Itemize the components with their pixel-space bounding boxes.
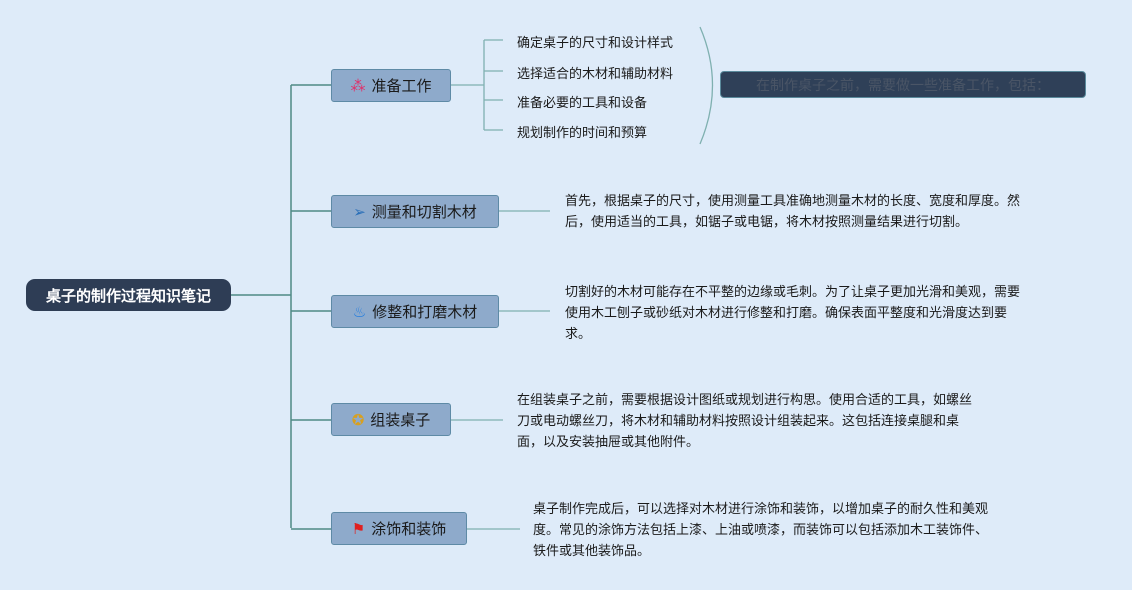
- flame-icon: ♨: [352, 302, 367, 321]
- branch-sand[interactable]: ♨ 修整和打磨木材: [331, 295, 499, 328]
- text-line: 求。: [565, 327, 592, 342]
- prep-item[interactable]: 规划制作的时间和预算: [517, 126, 648, 141]
- text-line: 使用木工刨子或砂纸对木材进行修整和打磨。确保表面平整度和光滑度达到要: [565, 306, 1008, 321]
- finish-detail[interactable]: 桌子制作完成后，可以选择对木材进行涂饰和装饰，以增加桌子的耐久性和美观 度。常见…: [533, 499, 988, 562]
- prep-summary[interactable]: 在制作桌子之前，需要做一些准备工作，包括：: [720, 71, 1086, 98]
- award-icon: ✪: [351, 410, 365, 429]
- measure-detail[interactable]: 首先，根据桌子的尺寸，使用测量工具准确地测量木材的长度、宽度和厚度。然 后，使用…: [565, 191, 1020, 233]
- sand-detail[interactable]: 切割好的木材可能存在不平整的边缘或毛刺。为了让桌子更加光滑和美观，需要 使用木工…: [565, 282, 1020, 345]
- text-line: 在组装桌子之前，需要根据设计图纸或规划进行构思。使用合适的工具，如螺丝: [517, 393, 973, 408]
- branch-label: 组装桌子: [370, 411, 431, 429]
- text-line: 切割好的木材可能存在不平整的边缘或毛刺。为了让桌子更加光滑和美观，需要: [565, 285, 1021, 300]
- assemble-detail[interactable]: 在组装桌子之前，需要根据设计图纸或规划进行构思。使用合适的工具，如螺丝 刀或电动…: [517, 390, 972, 453]
- prep-item[interactable]: 确定桌子的尺寸和设计样式: [517, 36, 674, 51]
- branch-assemble[interactable]: ✪ 组装桌子: [331, 403, 451, 436]
- branch-label: 涂饰和装饰: [371, 520, 447, 538]
- branch-finish[interactable]: ⚑ 涂饰和装饰: [331, 512, 467, 545]
- branch-label: 修整和打磨木材: [372, 303, 478, 321]
- magic-wand-icon: ⁂: [350, 76, 366, 95]
- paper-plane-icon: ➢: [353, 202, 366, 221]
- text-line: 首先，根据桌子的尺寸，使用测量工具准确地测量木材的长度、宽度和厚度。然: [565, 194, 1021, 209]
- text-line: 度。常见的涂饰方法包括上漆、上油或喷漆，而装饰可以包括添加木工装饰件、: [533, 523, 989, 538]
- prep-item[interactable]: 准备必要的工具和设备: [517, 96, 648, 111]
- text-line: 铁件或其他装饰品。: [533, 544, 651, 559]
- branch-measure[interactable]: ➢ 测量和切割木材: [331, 195, 499, 228]
- root-node[interactable]: 桌子的制作过程知识笔记: [26, 279, 231, 311]
- branch-label: 准备工作: [371, 77, 432, 95]
- text-line: 刀或电动螺丝刀，将木材和辅助材料按照设计组装起来。这包括连接桌腿和桌: [517, 414, 960, 429]
- text-line: 后，使用适当的工具，如锯子或电锯，将木材按照测量结果进行切割。: [565, 215, 969, 230]
- flag-icon: ⚑: [351, 519, 366, 538]
- text-line: 桌子制作完成后，可以选择对木材进行涂饰和装饰，以增加桌子的耐久性和美观: [533, 502, 989, 517]
- branch-prep[interactable]: ⁂ 准备工作: [331, 69, 451, 102]
- prep-item[interactable]: 选择适合的木材和辅助材料: [517, 67, 674, 82]
- branch-label: 测量和切割木材: [371, 203, 477, 221]
- text-line: 面，以及安装抽屉或其他附件。: [517, 435, 700, 450]
